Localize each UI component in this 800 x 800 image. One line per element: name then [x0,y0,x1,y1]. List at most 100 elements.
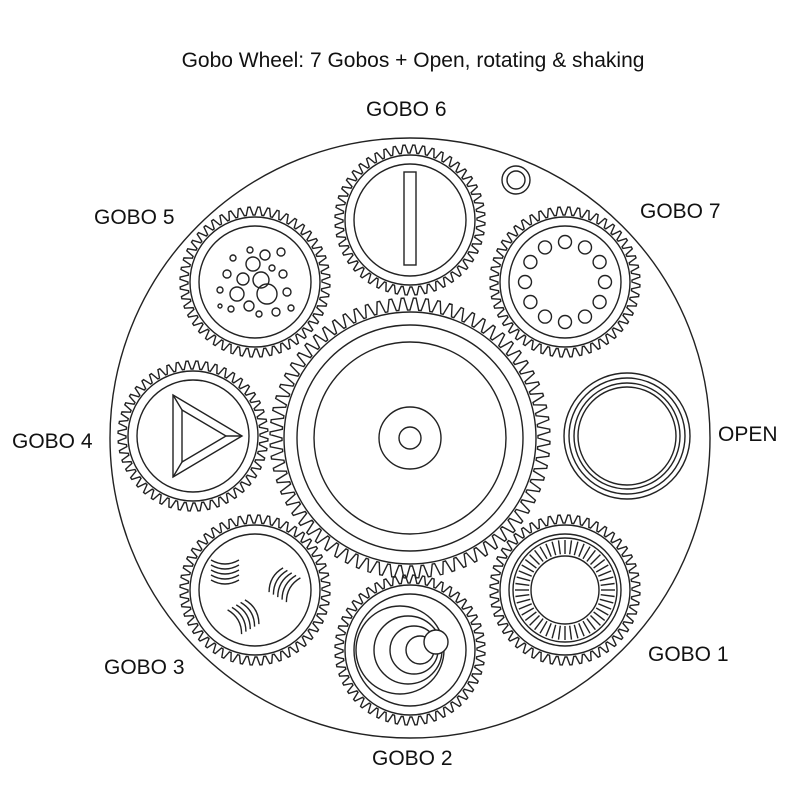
gobo-3-blade [235,604,251,630]
gobo-1-slot [582,620,591,634]
outer-wheel-rim [109,137,711,739]
open-ring-0 [563,372,691,500]
gobo-1-gear-rim [499,524,631,656]
index-hole-inner [506,170,526,190]
gobo-1-slot [582,546,591,560]
gobo-3-disk [198,533,312,647]
gobo-7-dot [523,254,538,270]
gobo-1-slot [521,607,535,616]
gobo-7-dot [577,309,593,324]
gobo-5-dot [256,283,278,305]
gobo-3-blade-group [227,599,260,635]
gobo-7-disk [508,225,622,339]
gobo-3-gear-teeth [179,514,331,666]
gobo-1-outer-ring [512,537,618,643]
gobo-1-slot [578,543,585,557]
index-hole [501,165,531,195]
gobo-1-slot [515,582,530,586]
label-gobo-2: GOBO 2 [372,747,453,770]
gobo-5-dot [236,272,250,286]
gobo-2-gear-teeth [334,574,486,726]
gobo-3-blade [272,569,288,595]
open-ring-2 [573,382,681,490]
gobo-5-dot [271,307,281,317]
gobo-1-slot [545,543,552,557]
gobo-1-slot [593,559,606,569]
gobo-5-dot [252,271,270,289]
gobo-1-gear-teeth [489,514,641,666]
gobo-1-slot [595,607,609,616]
gobo-3-blade [231,606,247,632]
gobo-1-slot [551,541,557,556]
gobo-1-slot [557,540,561,555]
gobo-5-dot [243,300,255,312]
gobo-7-gear-rim [499,216,631,348]
open-ring-3 [577,386,677,486]
gobo-5-dot [245,256,261,272]
gobo-7-dot [537,309,553,324]
gobo-5-dot [259,249,271,261]
gobo-1-slot [521,564,535,573]
gobo-1-slot [600,594,615,598]
gobo-3-blade [210,579,240,585]
central-gear-ring [283,311,537,565]
gobo-1-slot [595,564,609,573]
gobo-1-slot [599,576,614,582]
gobo-1-slot [551,624,557,639]
gobo-7-gear-teeth [489,206,641,358]
gobo-7-dot [523,294,538,310]
gobo-1-slot [524,611,537,621]
gobo-6-gear-rim [344,154,476,286]
gobo-7-dot [597,274,613,290]
gobo-3-blade [281,574,297,600]
gobo-5-dot [278,269,288,279]
gobo-5-dot [222,269,232,279]
label-gobo-6: GOBO 6 [366,98,447,121]
gobo-patterns [172,171,691,695]
gobo-1-slot [515,594,530,598]
central-gear-teeth [269,297,551,579]
gobo-gears [117,144,641,726]
gobo-5-gear-rim [189,216,321,348]
gobo-1-slot [586,549,596,562]
gobo-4-triangle-outer [172,393,244,479]
gobo-1-slot [529,615,540,626]
gobo-1-slot [534,549,544,562]
gobo-1-slot [598,603,612,610]
gobo-7-dot [577,240,593,255]
central-axle [398,426,422,450]
open-ring-1 [568,377,686,495]
central-gear-hub [313,341,507,535]
gobo-1-slot [518,603,532,610]
gobo-1-slot [516,598,531,604]
gobo-5-dot [227,305,235,313]
gobo-5-disk [198,225,312,339]
gobo-1-slot [539,620,548,634]
gobo-3-blade [210,564,240,570]
gobo-4-disk [136,379,250,493]
gobo-1-slot [524,559,537,569]
gobo-4-triangle-bevel [172,394,242,478]
gobo-1-slot [557,625,561,640]
label-gobo-7: GOBO 7 [640,200,721,223]
gobo-7-dot [592,254,607,270]
gobo-1-slot [573,624,579,639]
label-gobo-3: GOBO 3 [104,656,185,679]
gobo-1-slot [598,570,612,577]
gobo-3-blade [244,599,260,625]
gobo-2-disk [353,593,467,707]
gobo-3-blade [268,567,284,593]
central-gear [269,297,551,579]
gobo-6-slot [403,171,417,266]
gobo-3-blade [210,569,240,575]
gobo-2-crescent-cut [423,629,449,655]
gobo-3-gear-rim [189,524,321,656]
gobo-1-slot [545,623,552,637]
gobo-5-dot [246,246,254,254]
gobo-3-blade [285,577,301,603]
gobo-5-dot [255,310,263,318]
gobo-5-dot [216,286,224,294]
gobo-3-blade-group [210,559,240,585]
gobo-1-slot [534,618,544,631]
